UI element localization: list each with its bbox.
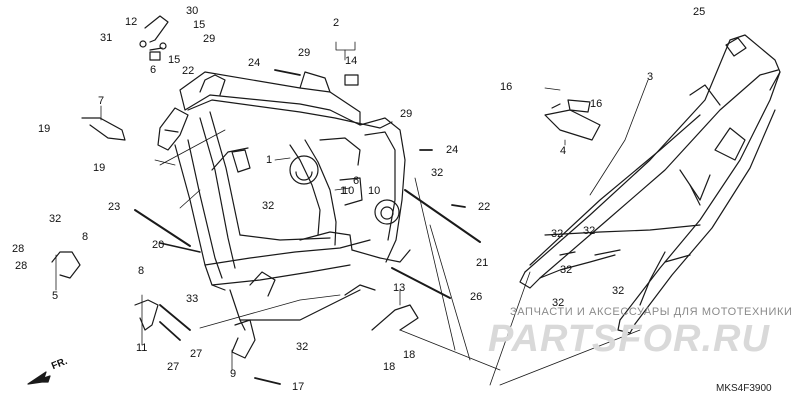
part-label: 25 (693, 6, 706, 18)
bolts (134, 69, 481, 385)
part-label: 11 (136, 342, 148, 354)
part-label: 31 (100, 32, 113, 44)
part-label: 32 (262, 200, 275, 212)
part-label: 26 (470, 291, 483, 303)
watermark-logo: PARTSFOR.RU (488, 318, 770, 360)
diagram-code: MKS4F3900 (716, 383, 772, 394)
part-label: 33 (186, 293, 199, 305)
main-frame-body (157, 71, 411, 331)
part-label: 23 (108, 201, 121, 213)
part-label: 10 (368, 185, 381, 197)
part-label: 6 (150, 64, 157, 76)
fr-arrow (27, 371, 51, 385)
part-label: 15 (168, 54, 181, 66)
part-label: 19 (38, 123, 51, 135)
part-label: 27 (167, 361, 180, 373)
part-label: 14 (345, 55, 358, 67)
part-label: 21 (476, 257, 489, 269)
part-label: 3 (647, 71, 654, 83)
part-label: 10 (342, 185, 355, 197)
rear-subframe-body (519, 34, 781, 334)
part-label: 24 (446, 144, 459, 156)
part-label: 5 (52, 290, 59, 302)
part-label: 19 (93, 162, 106, 174)
part-label: 22 (182, 65, 195, 77)
part-label: 4 (560, 145, 567, 157)
part-label: 32 (431, 167, 444, 179)
part-label: 12 (125, 16, 138, 28)
part-label: 24 (248, 57, 261, 69)
part-label: 15 (193, 19, 206, 31)
part-label: 29 (400, 108, 413, 120)
part-label: 30 (186, 5, 199, 17)
part-label: 32 (49, 213, 62, 225)
part-label: 29 (203, 33, 216, 45)
part-label: 22 (478, 201, 491, 213)
part-label: 1 (340, 185, 347, 197)
part-label: 8 (82, 231, 89, 243)
part-label: 20 (152, 239, 165, 251)
part-label: 16 (590, 98, 603, 110)
part-label: 17 (292, 381, 305, 393)
part-label: 8 (138, 265, 145, 277)
watermark-text: ЗАПЧАСТИ И АКСЕССУАРЫ ДЛЯ МОТОТЕХНИКИ (510, 306, 793, 318)
part-label: 13 (393, 282, 406, 294)
part-label: 6 (353, 175, 360, 187)
part-label: 32 (612, 285, 625, 297)
part-label: 7 (98, 95, 105, 107)
part-label: 32 (296, 341, 309, 353)
part-label: 28 (15, 260, 28, 272)
part-label: 9 (230, 368, 237, 380)
part-label: 18 (383, 361, 396, 373)
part-label: 16 (500, 81, 513, 93)
part-label: 32 (583, 225, 596, 237)
part-label: 28 (12, 243, 25, 255)
part-label: 27 (190, 348, 203, 360)
part-label: 2 (333, 17, 340, 29)
part-label: 1 (266, 154, 273, 166)
part-label: 29 (298, 47, 311, 59)
leader-lines (55, 41, 649, 386)
part-label: 32 (551, 228, 564, 240)
part-label: 32 (552, 297, 565, 309)
part-label: 18 (403, 349, 416, 361)
part-label: 32 (560, 264, 573, 276)
bracket-parts (51, 15, 601, 359)
